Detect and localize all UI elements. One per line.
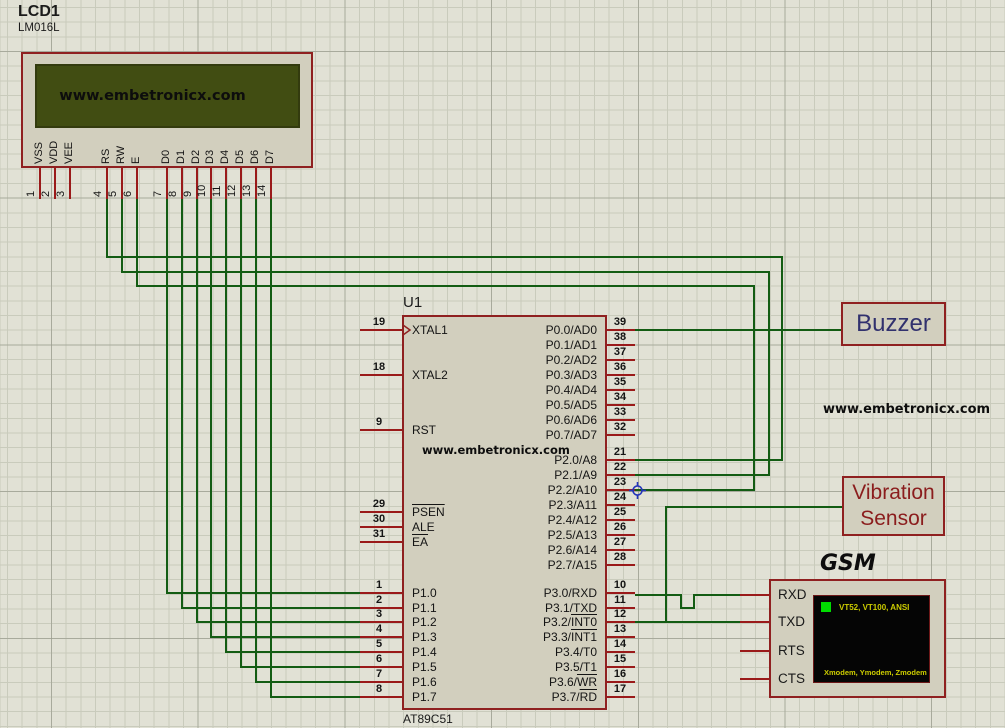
pin-stub	[607, 434, 635, 436]
pin-stub	[740, 594, 769, 596]
pin-stub	[360, 329, 402, 331]
lcd-part-label: LM016L	[18, 22, 60, 34]
terminal-status-text: VT52, VT100, ANSI	[839, 603, 909, 612]
wire-segment[interactable]	[635, 474, 770, 476]
pin-stub	[360, 541, 402, 543]
wire-segment[interactable]	[121, 271, 770, 273]
pin-stub	[270, 168, 272, 199]
lcd-ref-label: LCD1	[18, 3, 60, 21]
wire-segment[interactable]	[181, 199, 183, 609]
wire-segment[interactable]	[693, 594, 695, 609]
wire-segment[interactable]	[693, 594, 740, 596]
wire-segment[interactable]	[665, 506, 842, 508]
pin-stub	[607, 564, 635, 566]
wire-segment[interactable]	[196, 199, 198, 623]
pin-stub	[360, 374, 402, 376]
wire-segment[interactable]	[210, 199, 212, 638]
lcd-pin-14[interactable]: D714	[270, 168, 272, 199]
pin-stub	[740, 678, 769, 680]
wire-segment[interactable]	[768, 271, 770, 476]
lcd-pin-6[interactable]: E6	[136, 168, 138, 199]
wire-segment[interactable]	[635, 489, 755, 491]
lcd-screen-text: www.embetronicx.com	[59, 88, 275, 104]
wire-segment[interactable]	[753, 285, 755, 491]
gsm-title-label: GSM	[820, 551, 876, 576]
wire-segment[interactable]	[121, 199, 123, 273]
wire-segment[interactable]	[270, 199, 272, 698]
pin-stub	[360, 429, 402, 431]
pin-stub	[136, 168, 138, 199]
pin-stub	[607, 696, 635, 698]
lcd-screen: www.embetronicx.com	[35, 64, 300, 128]
buzzer-component[interactable]: Buzzer	[841, 302, 946, 346]
pin-stub	[69, 168, 71, 199]
lcd-pin-3[interactable]: VEE3	[69, 168, 71, 199]
wire-segment[interactable]	[635, 621, 740, 623]
terminal-protocols-text: Xmodem, Ymodem, Zmodem	[824, 668, 927, 677]
mcu-ref-label: U1	[403, 294, 422, 311]
xtal1-clock-arrow-icon	[402, 324, 412, 336]
wire-segment[interactable]	[665, 506, 667, 623]
vibration-sensor-label-line1: Vibration	[852, 480, 935, 506]
gsm-terminal-screen: VT52, VT100, ANSI Xmodem, Ymodem, Zmodem	[813, 595, 930, 683]
wire-segment[interactable]	[781, 256, 783, 461]
wire-segment[interactable]	[106, 199, 108, 258]
wire-segment[interactable]	[240, 666, 360, 668]
wire-segment[interactable]	[136, 285, 755, 287]
terminal-led	[821, 602, 831, 612]
mcu-watermark-text: www.embetronicx.com	[422, 443, 570, 457]
wire-segment[interactable]	[136, 199, 138, 287]
wire-segment[interactable]	[635, 329, 841, 331]
pin-stub	[740, 650, 769, 652]
wire-segment[interactable]	[270, 696, 360, 698]
wire-segment[interactable]	[635, 594, 682, 596]
wire-segment[interactable]	[225, 199, 227, 653]
wire-segment[interactable]	[255, 199, 257, 683]
wire-segment[interactable]	[635, 459, 783, 461]
vibration-sensor-label-line2: Sensor	[860, 506, 927, 532]
watermark-text: www.embetronicx.com	[823, 402, 990, 417]
wire-segment[interactable]	[196, 621, 360, 623]
wire-segment[interactable]	[240, 199, 242, 668]
pin-stub	[360, 696, 402, 698]
buzzer-label: Buzzer	[856, 310, 931, 338]
vibration-sensor-component[interactable]: Vibration Sensor	[842, 476, 945, 536]
wire-segment[interactable]	[225, 651, 360, 653]
origin-marker-icon	[629, 482, 646, 499]
wire-segment[interactable]	[210, 636, 360, 638]
mcu-part-label: AT89C51	[403, 712, 453, 726]
wire-segment[interactable]	[106, 256, 783, 258]
pin-stub	[740, 621, 769, 623]
wire-segment[interactable]	[166, 199, 168, 594]
